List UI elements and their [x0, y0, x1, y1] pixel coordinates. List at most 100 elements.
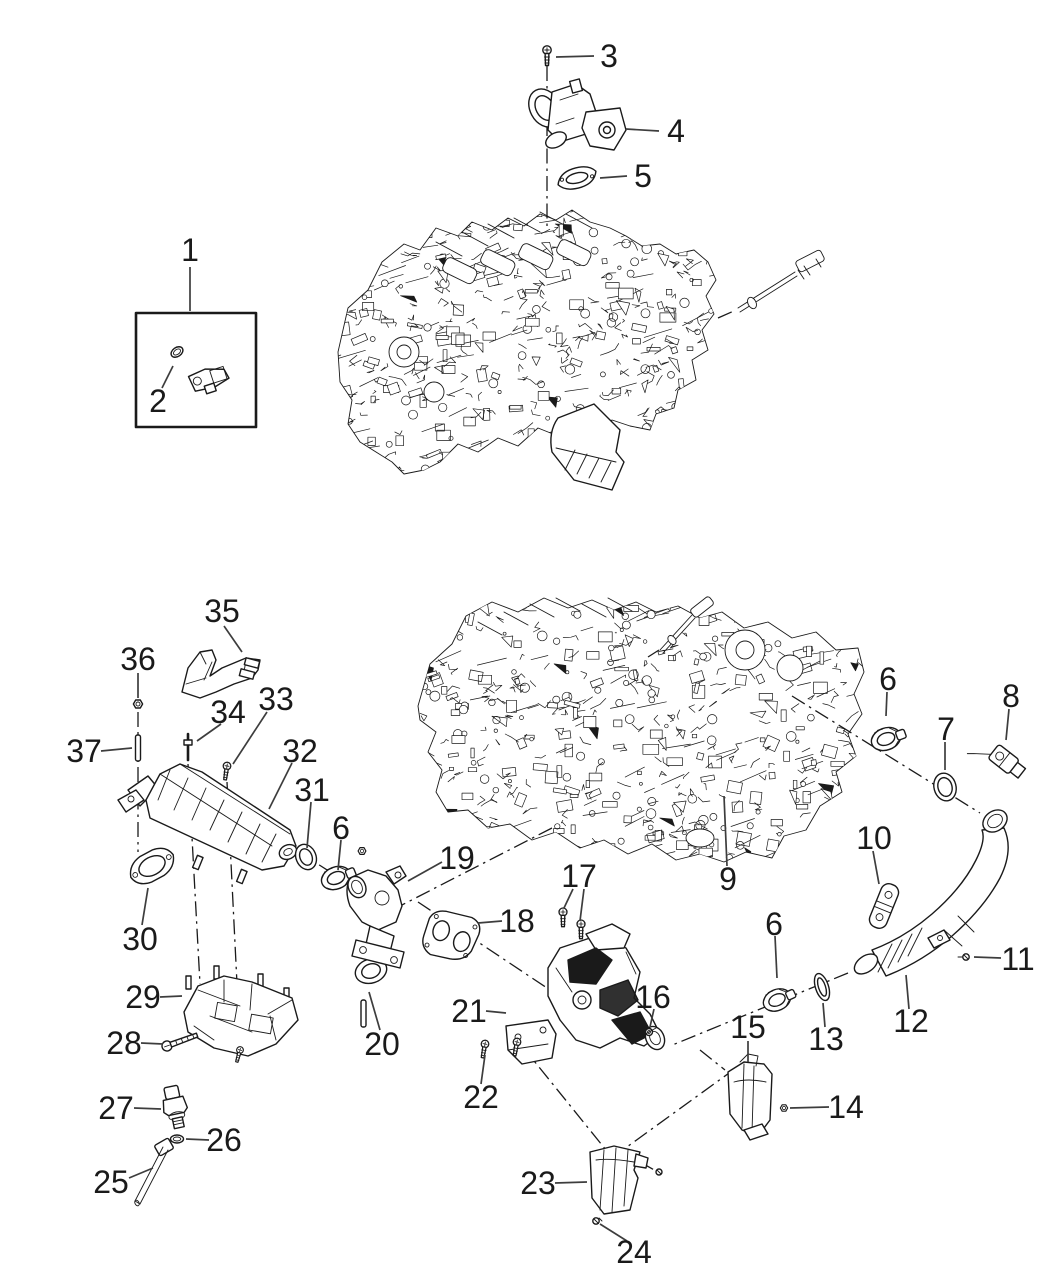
leader-line: [885, 691, 888, 717]
leader-line: [1005, 708, 1010, 741]
assembly-axis-line: [699, 1049, 726, 1071]
callout-3-label[interactable]: 3: [600, 38, 618, 74]
leader-line: [905, 974, 910, 1010]
gasket-30: [129, 847, 175, 885]
leader-line: [100, 747, 133, 752]
callout-23-label[interactable]: 23: [520, 1165, 556, 1201]
callout-28-label[interactable]: 28: [106, 1025, 142, 1061]
leader-line: [337, 839, 342, 871]
callout-36-label[interactable]: 36: [120, 641, 156, 677]
leader-line: [485, 1010, 507, 1014]
callout-13-label[interactable]: 13: [808, 1021, 844, 1057]
assembly-axis-line: [521, 1045, 607, 1151]
clamp-6-right: [867, 721, 910, 756]
callout-19-label[interactable]: 19: [439, 840, 475, 876]
heat-shield-23: [589, 1145, 649, 1215]
cover-15: [727, 1053, 773, 1141]
part-1-box: [134, 311, 258, 429]
callout-32-label[interactable]: 32: [282, 733, 318, 769]
callout-26-label[interactable]: 26: [206, 1122, 242, 1158]
gasket-18: [422, 910, 481, 960]
screw-24: [592, 1217, 603, 1225]
callout-14-label[interactable]: 14: [828, 1089, 864, 1125]
callout-27-label[interactable]: 27: [98, 1090, 134, 1126]
leader-line: [185, 1138, 210, 1141]
callout-22-label[interactable]: 22: [463, 1079, 499, 1115]
callout-31-label[interactable]: 31: [294, 772, 330, 808]
assembly-axis-line: [717, 309, 737, 319]
callout-33-label[interactable]: 33: [258, 681, 294, 717]
leader-line: [554, 1181, 588, 1184]
callout-11-label[interactable]: 11: [1001, 941, 1034, 977]
leader-line: [822, 1002, 826, 1028]
bolt-28: [161, 1032, 199, 1052]
egr-valve-4: [528, 78, 627, 151]
screw-11: [957, 953, 970, 961]
callout-17-label[interactable]: 17: [561, 858, 597, 894]
callout-6-label[interactable]: 6: [879, 661, 897, 697]
egr-valve-assembly-21: [505, 923, 666, 1065]
sensor-probe-top: [737, 249, 825, 313]
leader-line: [268, 762, 293, 810]
tube-25: [134, 1137, 174, 1207]
screw-33: [220, 761, 232, 781]
callout-34-label[interactable]: 34: [210, 694, 246, 730]
engine-bottom-view: [417, 596, 865, 863]
engine-top-view: [337, 209, 825, 491]
leader-line: [159, 995, 183, 998]
callout-1-label[interactable]: 1: [181, 232, 199, 268]
callout-7-label[interactable]: 7: [937, 711, 955, 747]
seal-ring-13: [813, 972, 831, 1002]
screw-17a: [558, 907, 568, 928]
assembly-axis-line: [791, 695, 981, 814]
screw-23-side: [655, 1168, 663, 1176]
pin-37: [134, 734, 142, 762]
callout-18-label[interactable]: 18: [499, 903, 535, 939]
leader-line: [649, 1008, 655, 1028]
leader-line: [563, 888, 574, 909]
callout-9-label[interactable]: 9: [719, 861, 737, 897]
callout-10-label[interactable]: 10: [856, 820, 892, 856]
leader-line: [128, 1167, 154, 1179]
leader-line: [872, 850, 880, 885]
leader-line: [140, 1042, 164, 1045]
callout-30-label[interactable]: 30: [122, 921, 158, 957]
assembly-axis-line: [399, 827, 553, 907]
callout-20-label[interactable]: 20: [364, 1026, 400, 1062]
nut-19: [357, 847, 367, 855]
callout-16-label[interactable]: 16: [635, 979, 671, 1015]
callout-25-label[interactable]: 25: [93, 1164, 129, 1200]
leader-line: [774, 935, 778, 979]
callout-6-label[interactable]: 6: [332, 810, 350, 846]
leader-line: [625, 128, 660, 132]
nut-36: [132, 699, 144, 709]
callout-37-label[interactable]: 37: [66, 733, 102, 769]
elbow-tube-19: [346, 865, 407, 969]
assembly-axis-line: [619, 1067, 737, 1153]
callout-12-label[interactable]: 12: [893, 1003, 929, 1039]
stud-34: [183, 732, 193, 762]
screw-17b: [576, 919, 586, 940]
gasket-20: [354, 957, 388, 1028]
callout-8-label[interactable]: 8: [1002, 678, 1020, 714]
leader-line: [555, 55, 595, 58]
o-ring-2: [170, 346, 184, 358]
callout-4-label[interactable]: 4: [667, 113, 685, 149]
callout-21-label[interactable]: 21: [451, 993, 487, 1029]
callout-15-label[interactable]: 15: [730, 1009, 766, 1045]
sensor-8: [966, 744, 1027, 779]
sensor-27: [162, 1084, 189, 1130]
callout-29-label[interactable]: 29: [125, 979, 161, 1015]
gasket-ring-7: [933, 772, 957, 802]
callout-2-label[interactable]: 2: [149, 383, 167, 419]
leader-line: [368, 991, 381, 1031]
callout-6-label[interactable]: 6: [765, 906, 783, 942]
bracket-29: [183, 965, 299, 1064]
callout-35-label[interactable]: 35: [204, 593, 240, 629]
callout-24-label[interactable]: 24: [616, 1234, 652, 1270]
leader-line: [133, 1107, 162, 1110]
callout-5-label[interactable]: 5: [634, 158, 652, 194]
sensor-probe-bottom: [659, 596, 714, 654]
